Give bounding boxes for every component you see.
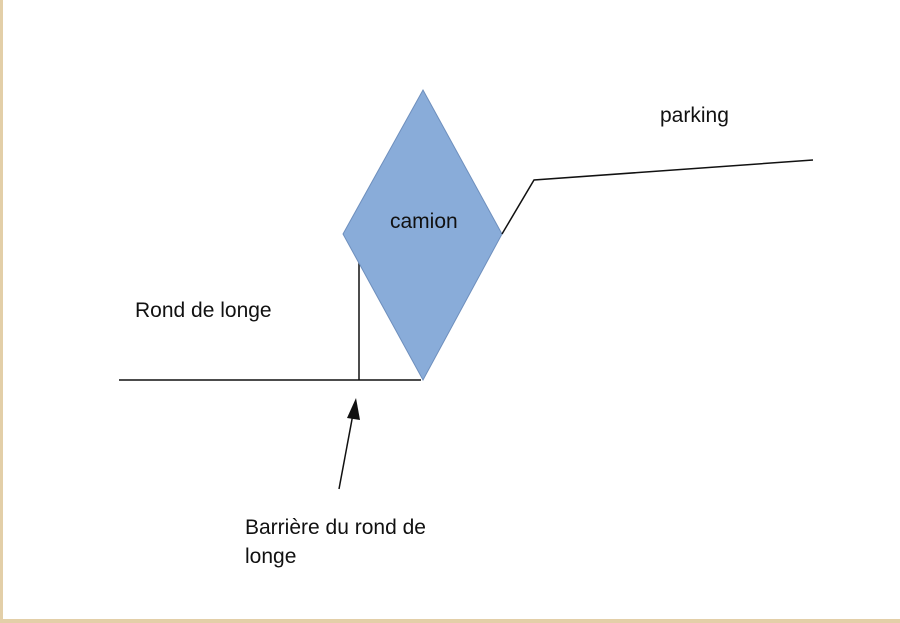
barrier-label: Barrière du rond de longe [245,513,426,571]
arrow-up-icon [347,398,360,420]
parking-road-line [501,159,814,235]
parking-label: parking [660,104,729,127]
truck-shape [342,88,503,382]
camion-label: camion [390,210,458,233]
rond-de-longe-label: Rond de longe [135,299,272,322]
diagram-drawing [119,88,814,490]
barrier-label-line-1: Barrière du rond de [245,516,426,539]
barrier-label-line-2: longe [245,545,297,568]
pointer-arrow-shaft [338,413,354,490]
